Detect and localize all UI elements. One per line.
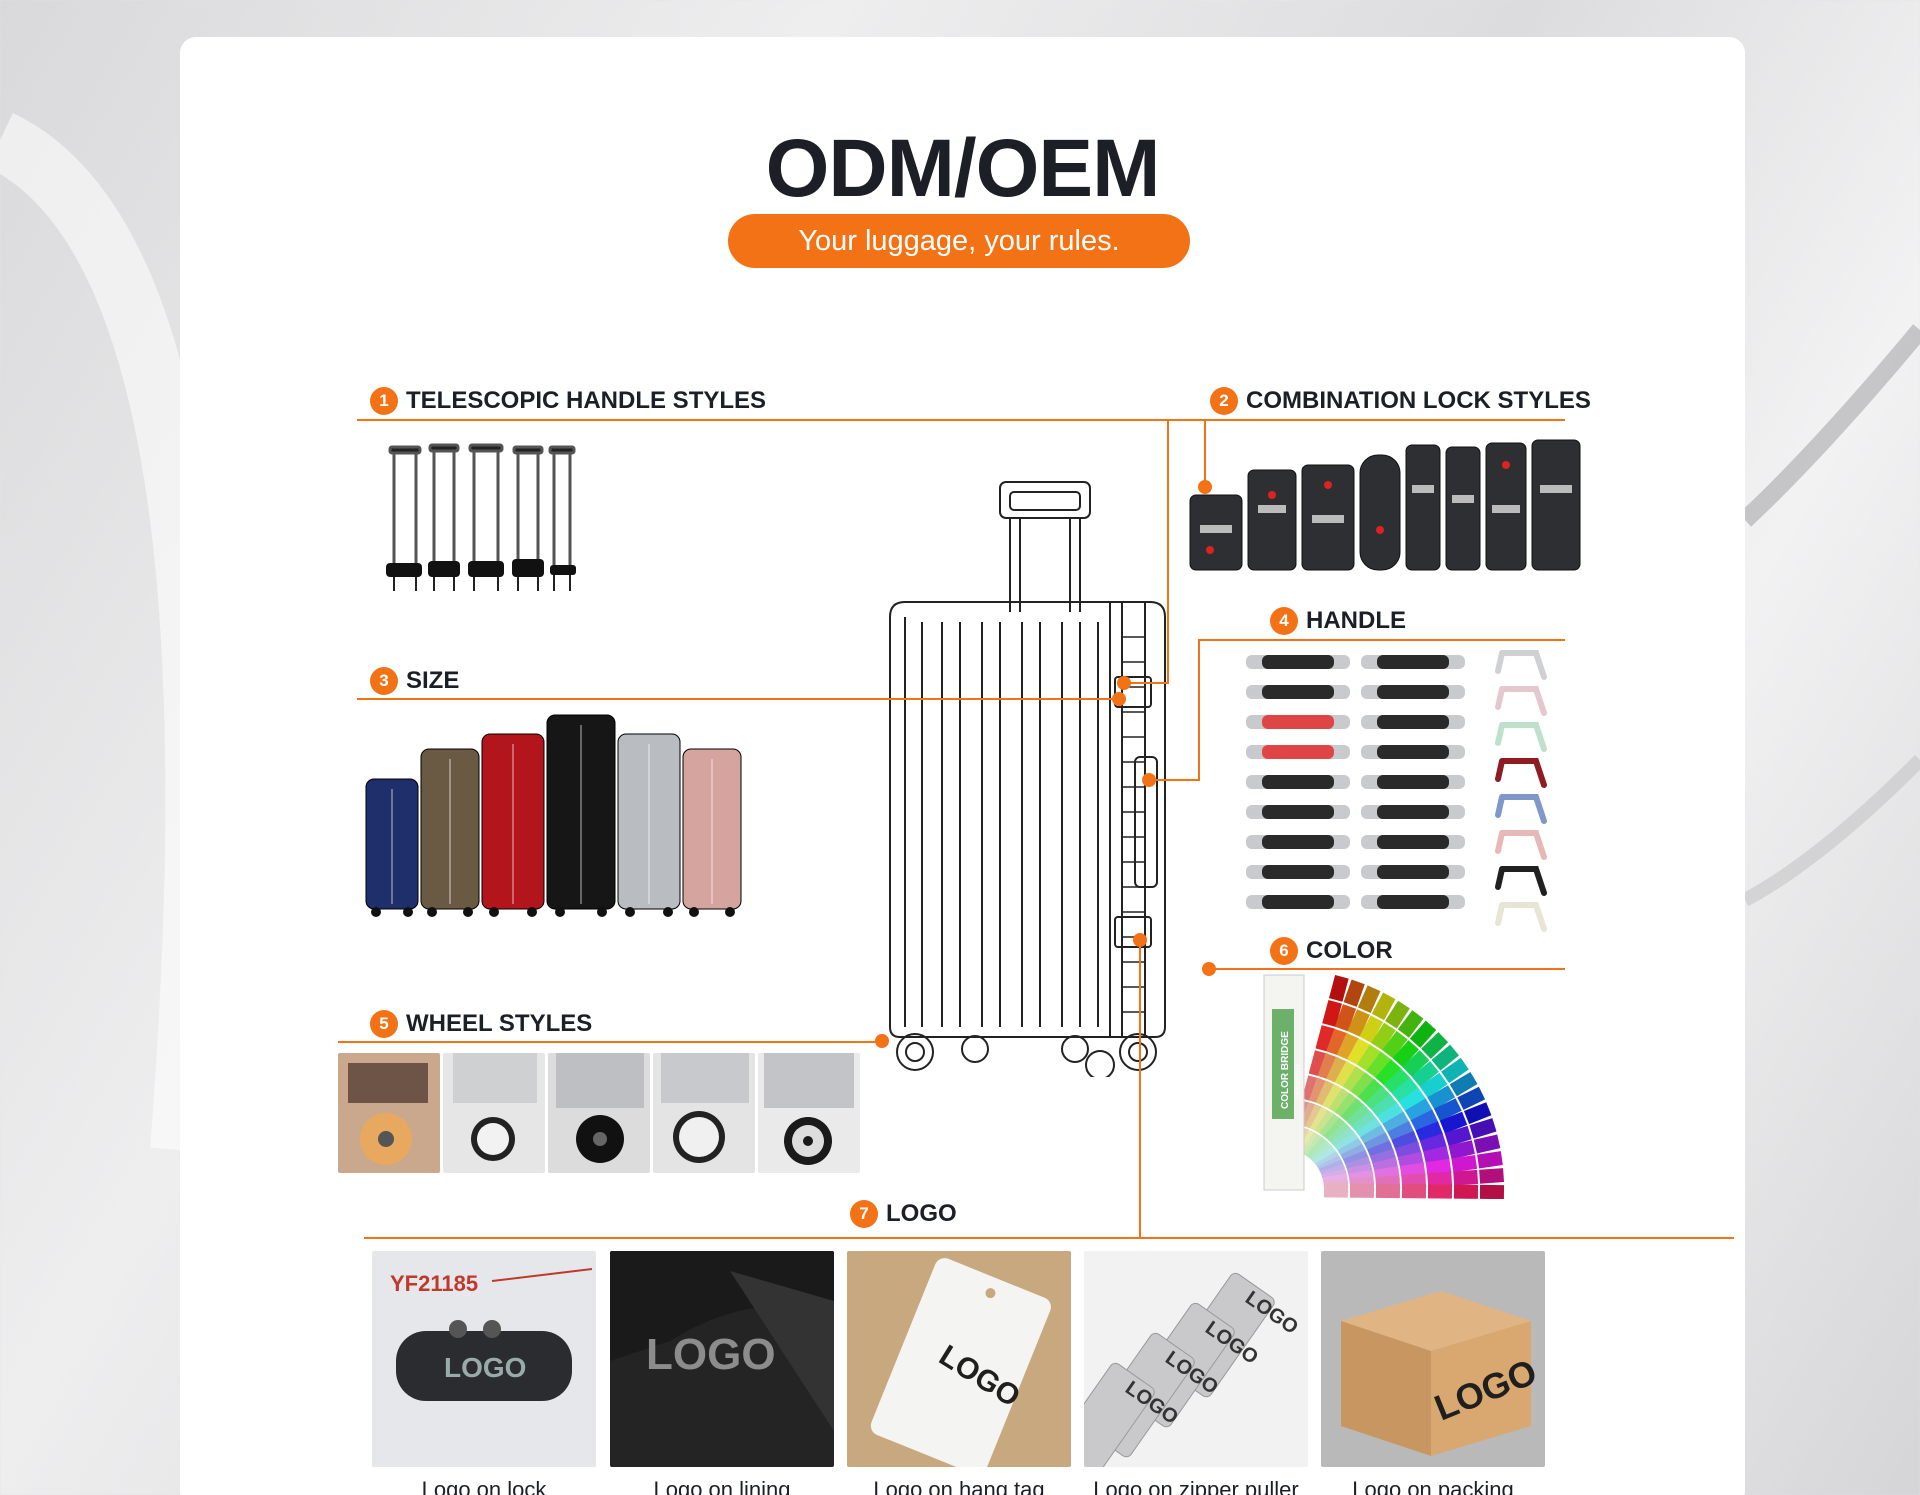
connector-line	[1167, 419, 1169, 684]
logo-caption: Logo on lining	[653, 1477, 791, 1495]
section-number: 4	[1270, 607, 1298, 635]
connector-dot	[1142, 773, 1156, 787]
logo-on-hang-tag-image: LOGO	[847, 1251, 1071, 1467]
section-handle: 4 HANDLE	[1270, 607, 1406, 635]
section-title: LOGO	[886, 1200, 957, 1227]
section-title: TELESCOPIC HANDLE STYLES	[406, 387, 767, 414]
connector-line	[1139, 942, 1141, 1239]
connector-dot	[1202, 962, 1216, 976]
section-number: 6	[1270, 937, 1298, 965]
section-number: 1	[370, 387, 398, 415]
section-number: 2	[1210, 387, 1238, 415]
page-title: ODM/OEM	[765, 123, 1161, 214]
wheel-style-3	[548, 1053, 650, 1173]
lock-code: YF21185	[390, 1271, 478, 1296]
section-title: WHEEL STYLES	[406, 1010, 593, 1037]
section-wheel-styles: 5 WHEEL STYLES	[370, 1010, 592, 1038]
wheel-style-2	[443, 1053, 545, 1173]
suitcase-illustration	[889, 481, 1166, 1077]
logo-caption: Logo on lock	[421, 1477, 547, 1495]
connector-line	[1167, 419, 1565, 421]
logo-on-packing-carton-image: LOGO	[1321, 1251, 1545, 1467]
wheel-style-4	[653, 1053, 755, 1173]
connector-dot	[1198, 480, 1212, 494]
suitcase-sizes-image	[365, 714, 742, 917]
section-size: 3 SIZE	[370, 667, 459, 695]
section-color: 6 COLOR	[1270, 937, 1393, 965]
logo-caption: Logo on packing carton	[1352, 1477, 1514, 1495]
section-telescopic-handle: 1 TELESCOPIC HANDLE STYLES	[370, 387, 766, 415]
handles-image	[1246, 650, 1547, 932]
connector-line	[357, 419, 1205, 421]
connector-line	[1198, 639, 1565, 641]
logo-on-lock-image: YF21185 LOGO	[372, 1251, 596, 1467]
logo-on-zipper-puller-image: LOGO LOGO LOGO LOGO	[1084, 1251, 1308, 1467]
connector-line	[1125, 682, 1169, 684]
logo-word: LOGO	[444, 1352, 526, 1383]
telescopic-handles-image	[386, 443, 576, 591]
connector-dot	[1133, 933, 1147, 947]
connector-dot	[875, 1034, 889, 1048]
connector-line	[1198, 639, 1200, 781]
section-title: SIZE	[406, 667, 460, 694]
section-title: COMBINATION LOCK STYLES	[1246, 387, 1591, 414]
wheel-style-1	[338, 1053, 440, 1173]
wheel-style-5	[758, 1053, 860, 1173]
tagline-pill: Your luggage, your rules.	[728, 214, 1190, 268]
logo-caption: Logo on zipper puller	[1093, 1477, 1299, 1495]
section-combination-lock: 2 COMBINATION LOCK STYLES	[1210, 387, 1591, 415]
section-number: 7	[850, 1200, 878, 1228]
connector-line	[338, 1041, 883, 1043]
section-number: 3	[370, 667, 398, 695]
connector-line	[364, 1237, 1734, 1239]
connector-line	[1210, 968, 1565, 970]
section-number: 5	[370, 1010, 398, 1038]
connector-line	[1152, 779, 1200, 781]
section-title: COLOR	[1306, 937, 1393, 964]
section-logo: 7 LOGO	[850, 1200, 957, 1228]
connector-line	[1204, 419, 1206, 487]
logo-word: LOGO	[646, 1330, 776, 1379]
connector-dot	[1117, 676, 1131, 690]
swatch-book-subtitle: Uncoated	[1293, 1065, 1302, 1099]
logo-caption: Logo on hang tag	[873, 1477, 1045, 1495]
connector-dot	[1112, 692, 1126, 706]
color-swatch-fan: COLOR BRIDGE Uncoated	[1263, 974, 1505, 1199]
swatch-book-brand: COLOR BRIDGE	[1280, 1031, 1291, 1109]
section-title: HANDLE	[1306, 607, 1406, 634]
combination-locks-image	[1189, 439, 1581, 571]
logo-on-lining-image: LOGO	[610, 1251, 834, 1467]
odm-oem-card: ODM/OEM Your luggage, your rules.	[180, 37, 1745, 1495]
connector-line	[357, 698, 1122, 700]
